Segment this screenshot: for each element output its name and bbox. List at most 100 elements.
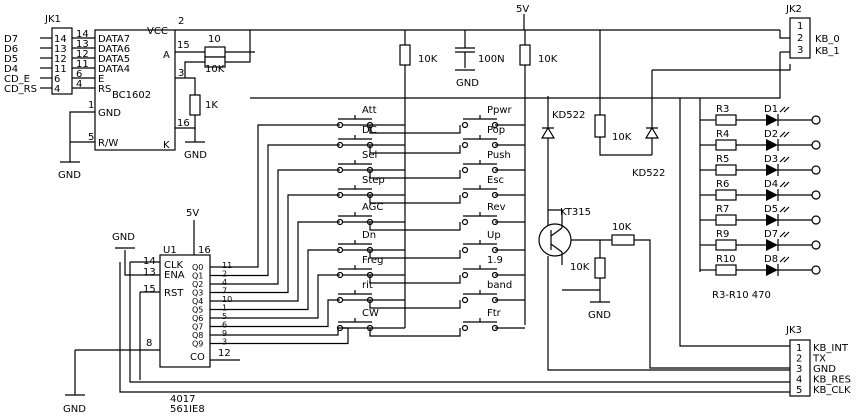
lcd-rw-label: R/W [98, 138, 118, 149]
lcd-name: BC1602 [112, 90, 151, 101]
lcd-pin-16: 16 [177, 118, 190, 129]
counter-out: Q7 [192, 323, 203, 332]
jk3-pin: 4 [796, 375, 802, 386]
jk1-pin: 6 [54, 74, 60, 85]
lcd-pin-label: DATA5 [98, 54, 130, 65]
counter-out-pin: 6 [222, 321, 227, 330]
resistor-mid-value: 10K [612, 132, 632, 143]
led-label: D3 [764, 154, 778, 165]
jk1-pin: 13 [54, 44, 67, 55]
resistor-base [611, 234, 635, 246]
counter-pin-15: 15 [143, 284, 156, 295]
switch-label-left-4: AGC [362, 202, 383, 213]
gnd-symbol-label-3: GND [456, 78, 479, 89]
counter-out: Q2 [192, 280, 203, 289]
diode-1-label: KD522 [552, 110, 585, 121]
lcd-vcc-label: VCC [147, 26, 168, 37]
resistor-mid [594, 114, 606, 138]
jk1-net: CD_RS [4, 84, 37, 95]
jk1-pin: 11 [54, 64, 67, 75]
counter-pin-13: 13 [143, 267, 156, 278]
lcd-pin-label: DATA7 [98, 34, 130, 45]
counter-out: Q4 [192, 297, 203, 306]
gnd-symbol-label-4: GND [588, 310, 611, 321]
jk3-pin: 2 [796, 354, 802, 365]
counter-out-pin: 2 [222, 270, 227, 279]
counter-out: Q6 [192, 314, 203, 323]
counter-out-pin: 1 [222, 304, 227, 313]
jk3-net: KB_INT [813, 343, 849, 354]
resistor-b [204, 56, 226, 68]
pullup-2 [519, 44, 531, 66]
jk1-net: D5 [4, 54, 18, 65]
switch-label-right-5: Up [487, 230, 501, 241]
jk3-net: TX [812, 354, 826, 365]
counter-out: Q1 [192, 272, 203, 281]
lcd-pin-label: DATA4 [98, 64, 130, 75]
lcd-pin-number: 11 [76, 59, 89, 70]
gnd-symbol-label: GND [58, 170, 81, 181]
jk2-pin-1: 1 [797, 21, 803, 32]
lcd-k-label: K [163, 140, 170, 151]
switch-label-right-0: Ppwr [487, 105, 513, 116]
jk3-net: KB_CLK [813, 385, 851, 396]
gnd-symbol-label-5: GND [112, 232, 135, 243]
counter-pin-8: 8 [146, 338, 152, 349]
switch-label-right-3: Esc [487, 175, 504, 186]
led-label: D8 [764, 254, 778, 265]
switch-label-left-8: CW [362, 308, 379, 319]
jk1-net: CD_E [4, 74, 30, 85]
lcd-pin-number: 12 [76, 49, 89, 60]
counter-ref: U1 [163, 245, 177, 256]
gnd-symbol-label-2: GND [184, 150, 207, 161]
led-label: D2 [764, 129, 778, 140]
lcd-pin-number: 6 [76, 69, 82, 80]
supply-5v-top: 5V [516, 4, 529, 15]
transistor-label: KT315 [560, 207, 591, 218]
switch-label-right-7: band [487, 280, 512, 291]
resistor-base-value: 10K [612, 222, 632, 233]
jk1-pin: 4 [54, 84, 60, 95]
switch-label-right-6: 1.9 [487, 255, 503, 266]
jk3-pin: 1 [796, 343, 802, 354]
switch-label-left-6: Freg [362, 255, 383, 266]
jk3-pin: 3 [796, 364, 802, 375]
diode-2 [644, 126, 660, 139]
counter-out: Q0 [192, 263, 203, 272]
diode-2-label: KD522 [632, 168, 665, 179]
switch-label-left-2: Sel [362, 150, 377, 161]
jk2-label: JK2 [785, 4, 802, 15]
lcd-pin-3: 3 [178, 68, 184, 79]
jk3-label: JK3 [785, 325, 802, 336]
jk2-connector: JK2 1 2 3 KB_0 KB_1 [785, 4, 840, 59]
counter-out-pin: 4 [222, 278, 227, 287]
gnd-symbol-label-6: GND [63, 404, 86, 415]
jk1-net: D4 [4, 64, 18, 75]
led-resistor: R10 [716, 254, 736, 265]
led-label: D5 [764, 204, 778, 215]
resistor-c [189, 94, 201, 116]
counter-out: Q5 [192, 306, 203, 315]
jk1-label: JK1 [44, 14, 61, 25]
resistor-emit-value: 10K [570, 262, 590, 273]
switch-label-left-0: Att [362, 105, 377, 116]
lcd-pin-label: RS [98, 84, 111, 95]
counter-part-alt: 561IE8 [170, 404, 205, 415]
switch-label-left-3: Step [362, 175, 385, 186]
jk2-net-0: KB_0 [815, 34, 840, 45]
jk3-net: GND [813, 364, 836, 375]
pullup-2-value: 10K [538, 54, 558, 65]
switch-label-right-4: Rev [487, 202, 506, 213]
diode-1 [540, 126, 556, 139]
counter-pin-16: 16 [198, 245, 211, 256]
led-resistor-note: R3-R10 470 [712, 290, 771, 301]
led-resistor: R4 [716, 129, 729, 140]
lcd-pin-1: 1 [88, 100, 94, 111]
lcd-pin-number: 13 [76, 39, 89, 50]
pullup-1 [399, 44, 411, 66]
counter-co: CO [190, 352, 205, 363]
resistor-b-value: 10K [205, 64, 225, 75]
jk3-net: KB_RES [813, 375, 851, 386]
